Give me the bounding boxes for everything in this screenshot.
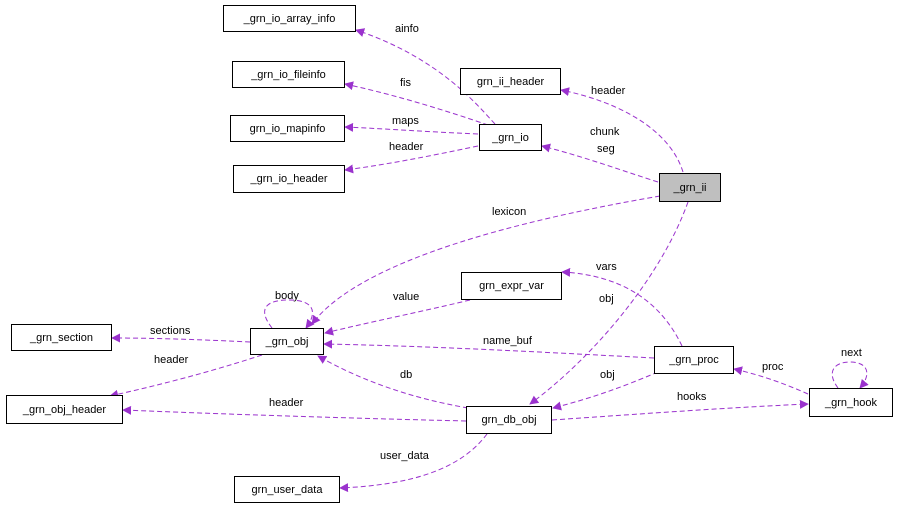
edge-value bbox=[324, 299, 471, 336]
edge-body bbox=[264, 299, 315, 329]
edge-ainfo bbox=[355, 28, 496, 125]
label-next: next bbox=[841, 347, 862, 359]
label-obj-ii: obj bbox=[599, 293, 614, 305]
label-seg: seg bbox=[597, 143, 615, 155]
edge-vars bbox=[561, 267, 683, 347]
label-obj-proc: obj bbox=[600, 369, 615, 381]
node-grn-ii-header[interactable]: grn_ii_header bbox=[460, 68, 561, 95]
label-user-data: user_data bbox=[380, 450, 430, 462]
edge-db bbox=[317, 355, 469, 409]
label-db: db bbox=[400, 369, 412, 381]
edge-obj-header bbox=[109, 354, 263, 399]
label-name-buf: name_buf bbox=[483, 335, 533, 347]
edge-db-obj-header bbox=[122, 405, 467, 422]
edge-maps bbox=[344, 122, 479, 135]
label-lexicon: lexicon bbox=[492, 206, 526, 218]
node-grn-io-header[interactable]: _grn_io_header bbox=[233, 165, 345, 193]
edge-name-buf bbox=[323, 339, 655, 359]
label-maps: maps bbox=[392, 115, 419, 127]
label-fis: fis bbox=[400, 77, 412, 89]
node-grn-obj[interactable]: _grn_obj bbox=[250, 328, 324, 355]
node-grn-hook[interactable]: _grn_hook bbox=[809, 388, 893, 417]
label-vars: vars bbox=[596, 261, 617, 273]
node-grn-user-data[interactable]: grn_user_data bbox=[234, 476, 340, 503]
label-obj-header: header bbox=[154, 354, 189, 366]
edge-io-header bbox=[344, 145, 479, 174]
edge-proc bbox=[733, 366, 809, 395]
node-grn-db-obj[interactable]: grn_db_obj bbox=[466, 406, 552, 434]
edge-next bbox=[831, 361, 869, 389]
edge-lexicon bbox=[311, 195, 661, 325]
edge-obj-proc bbox=[552, 371, 659, 411]
label-value: value bbox=[393, 291, 419, 303]
edge-chunk-seg bbox=[541, 143, 659, 183]
node-grn-io-mapinfo[interactable]: grn_io_mapinfo bbox=[230, 115, 345, 142]
node-grn-section[interactable]: _grn_section bbox=[11, 324, 112, 351]
label-proc: proc bbox=[762, 361, 784, 373]
edge-user-data bbox=[339, 433, 488, 493]
edge-fis bbox=[344, 81, 489, 126]
label-io-header: header bbox=[389, 141, 424, 153]
label-chunk: chunk bbox=[590, 126, 620, 138]
edge-hooks bbox=[551, 399, 809, 421]
node-grn-expr-var[interactable]: grn_expr_var bbox=[461, 272, 562, 300]
node-grn-io-fileinfo[interactable]: _grn_io_fileinfo bbox=[232, 61, 345, 88]
edge-ii-header bbox=[560, 87, 684, 173]
node-grn-ii[interactable]: _grn_ii bbox=[659, 173, 721, 202]
label-ii-header: header bbox=[591, 85, 626, 97]
node-grn-proc[interactable]: _grn_proc bbox=[654, 346, 734, 374]
label-db-obj-header: header bbox=[269, 397, 304, 409]
label-body: body bbox=[275, 290, 299, 302]
node-grn-obj-header[interactable]: _grn_obj_header bbox=[6, 395, 123, 424]
node-grn-io[interactable]: _grn_io bbox=[479, 124, 542, 151]
node-grn-io-array-info[interactable]: _grn_io_array_info bbox=[223, 5, 356, 32]
label-hooks: hooks bbox=[677, 391, 707, 403]
edge-sections bbox=[111, 333, 251, 343]
label-ainfo: ainfo bbox=[395, 23, 419, 35]
label-sections: sections bbox=[150, 325, 191, 337]
edge-obj-ii bbox=[529, 201, 689, 405]
